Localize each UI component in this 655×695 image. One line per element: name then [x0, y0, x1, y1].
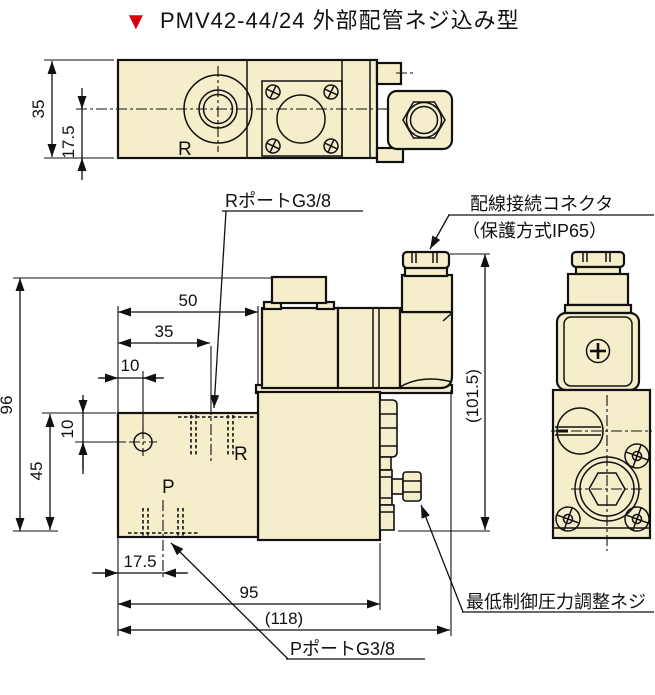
side-connector-flange — [563, 303, 633, 315]
front-view-dimensions: 96 45 10 10 35 50 (101.5) 17.5 95 (118) — [0, 253, 490, 636]
top-view-r-label: R — [178, 139, 192, 160]
connector-bend-curve — [399, 378, 453, 388]
callouts: RポートG3/8 配線接続コネクタ （保護方式IP65） PポートG3/8 最低… — [170, 191, 654, 660]
top-view-connector-gland — [402, 101, 446, 139]
connector-cap-slots — [411, 253, 438, 263]
side-solenoid-screw — [585, 338, 611, 364]
dim-overall-height: 96 — [0, 396, 16, 415]
top-view-pilot-bore — [276, 94, 326, 144]
dim-top-width: 50 — [179, 291, 198, 310]
valve-body-left-block — [116, 411, 260, 539]
side-view — [551, 250, 652, 551]
callout-connector-line2: （保護方式IP65） — [462, 221, 607, 241]
dim-p-port-offset: 17.5 — [123, 552, 156, 571]
connector-lower-body — [398, 310, 454, 390]
body-step-upper — [379, 456, 392, 471]
top-view-cable-connector — [386, 89, 454, 151]
side-mounting-screws — [555, 443, 650, 532]
top-view: R 35 17.5 — [29, 58, 454, 180]
solenoid-top-box — [270, 275, 328, 305]
dim-body-width: 95 — [240, 583, 259, 602]
mounting-hole — [129, 428, 157, 456]
pilot-plug — [379, 399, 398, 458]
connector-upper-body — [400, 273, 454, 314]
callout-adjust-screw-text: 最低制御圧力調整ネジ — [466, 592, 646, 612]
dim-r-port-offset: 35 — [155, 322, 174, 341]
dim-body-height: 45 — [27, 462, 46, 481]
dim-top-height: 35 — [29, 100, 48, 119]
callout-p-port-text: PポートG3/8 — [290, 639, 395, 659]
side-connector-cap — [570, 250, 626, 269]
callout-r-port-text: RポートG3/8 — [225, 191, 331, 211]
p-port-hidden-lines — [128, 500, 200, 580]
section-marker-icon: ▼ — [124, 8, 148, 35]
callout-adjust-screw: 最低制御圧力調整ネジ — [420, 504, 654, 613]
solenoid-coil — [336, 306, 402, 390]
title-block: ▼ PMV42-44/24 外部配管ネジ込み型 — [124, 8, 520, 35]
r-port-hidden-lines — [178, 404, 254, 462]
connector-notch — [442, 312, 453, 322]
body-step-lower — [379, 504, 395, 531]
top-view-flange-plate — [261, 80, 343, 157]
top-view-connector-tab-bottom — [375, 146, 405, 164]
dim-hole-offset-h: 10 — [121, 356, 140, 375]
dim-top-center-offset: 17.5 — [59, 125, 78, 158]
side-cap-slots — [582, 253, 611, 262]
solenoid-body — [260, 306, 340, 390]
dim-overall-height-ref: (101.5) — [463, 369, 482, 423]
dim-hole-offset-v: 10 — [58, 420, 77, 439]
valve-body-right-block — [256, 390, 382, 542]
dim-overall-width-ref: (118) — [265, 609, 303, 628]
top-view-dimensions: 35 17.5 — [29, 59, 114, 180]
front-r-label: R — [234, 444, 248, 465]
callout-connector: 配線接続コネクタ （保護方式IP65） — [429, 194, 654, 250]
callout-p-port: PポートG3/8 — [170, 542, 425, 660]
adjust-screw — [379, 469, 422, 506]
callout-connector-line1: 配線接続コネクタ — [470, 194, 613, 214]
callout-r-port: RポートG3/8 — [210, 191, 363, 409]
side-connector-body — [566, 272, 630, 307]
top-view-flange-screws — [265, 84, 339, 154]
connector-cap — [401, 250, 451, 270]
page-title: PMV42-44/24 外部配管ネジ込み型 — [160, 8, 520, 33]
front-view: R P — [116, 250, 454, 580]
side-solenoid-inner — [563, 316, 633, 387]
front-p-label: P — [162, 477, 175, 498]
